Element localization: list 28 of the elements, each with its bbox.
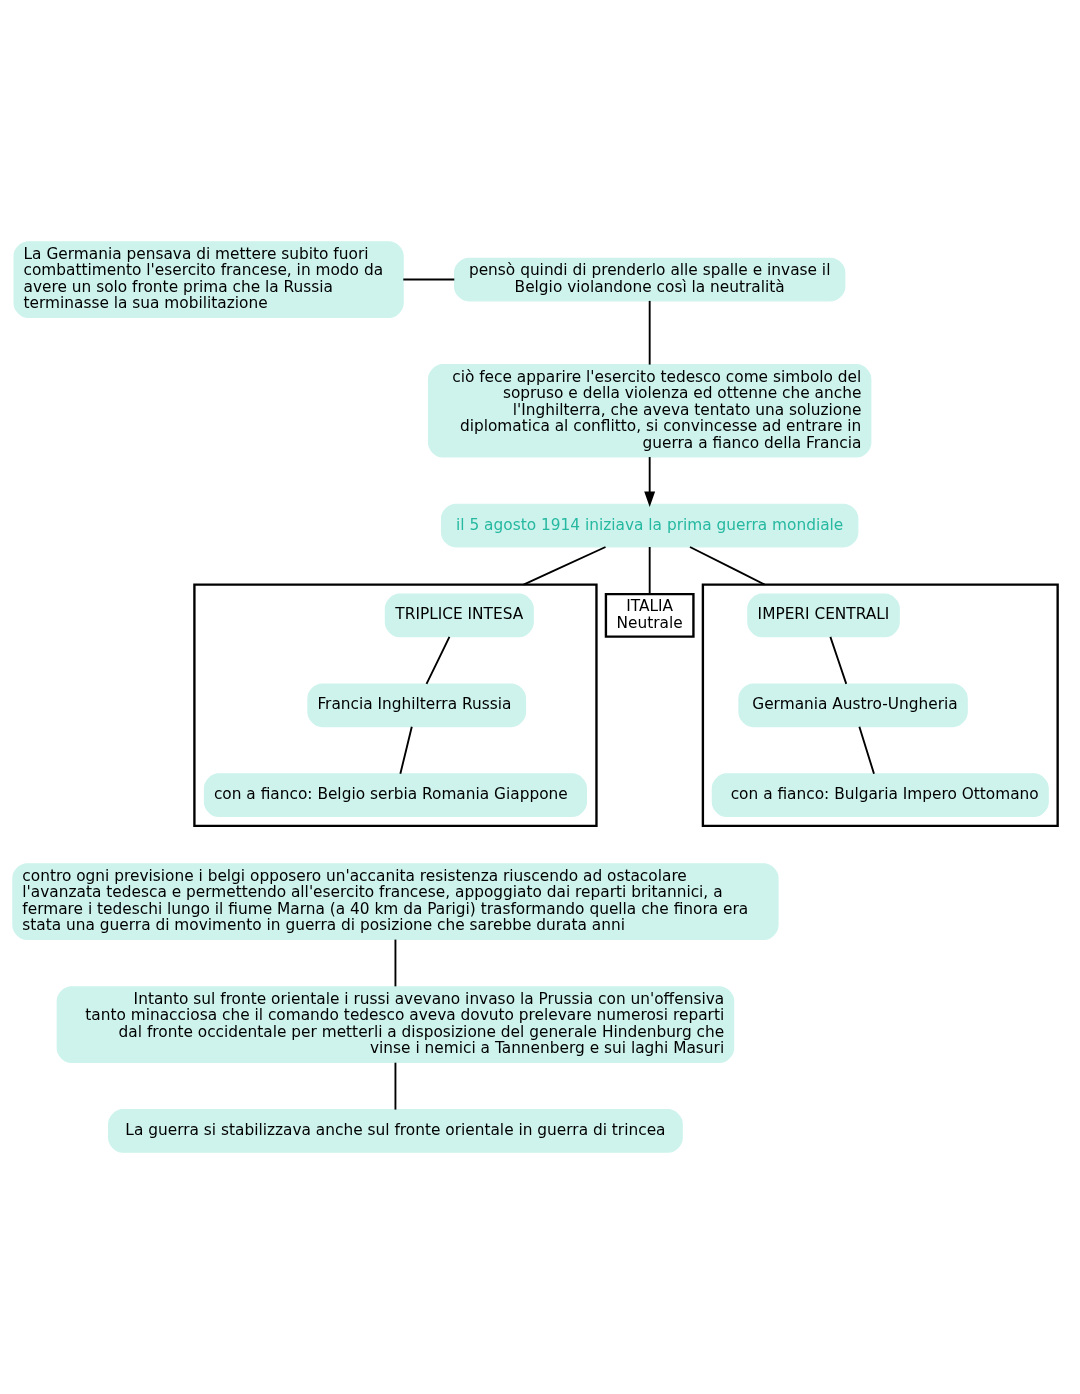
node-box: il 5 agosto 1914 iniziava la prima guerra mondiale <box>440 503 859 548</box>
node-box: Francia Inghilterra Russia <box>307 683 527 728</box>
node-box: ITALIA Neutrale <box>604 592 695 638</box>
node-box: Germania Austro-Ungheria <box>738 683 968 728</box>
cluster <box>701 583 1059 828</box>
connector <box>689 546 766 586</box>
connector <box>829 635 848 685</box>
node-box: con a fianco: Bulgaria Impero Ottomano <box>711 773 1049 817</box>
connector <box>394 1061 397 1111</box>
connector <box>425 635 451 685</box>
node-box: ciò fece apparire l'esercito tedesco come simbolo del sopruso e della violenza ed ottenne che anche l'Inghilterra, che aveva tentato una soluzione diplomatica al conflitto, si convincesse ad entrare in guerra a fianco della Francia <box>427 364 872 458</box>
connector <box>648 299 651 366</box>
node-box: con a fianco: Belgio serbia Romania Giappone <box>203 773 587 817</box>
node-box: Intanto sul fronte orientale i russi avevano invaso la Prussia con un'offensiva tanto minacciosa che il comando tedesco aveva dovuto prelevare numerosi reparti dal fronte occidentale per metterli a disposizione del generale Hindenburg che vinse i nemici a Tannenberg e sui laghi Masuri <box>56 986 735 1063</box>
connector <box>522 546 607 586</box>
connector <box>399 725 413 775</box>
arrow <box>644 456 656 508</box>
connector <box>402 278 456 281</box>
connector <box>858 725 875 775</box>
node-box: contro ogni previsione i belgi opposero un'accanita resistenza riuscendo ad ostacolare l'avanzata tedesca e permettendo all'esercito francese, appoggiato dai reparti britannici, a fermare i tedeschi lungo il fiume Marna (a 40 km da Parigi) trasformando quella che finora era stata una guerra di movimento in guerra di posizione che sarebbe durata anni <box>12 863 779 940</box>
connector <box>394 938 397 988</box>
node-box: pensò quindi di prenderlo alle spalle e invase il Belgio violandone così la neutralità <box>453 257 846 302</box>
node-box: La Germania pensava di mettere subito fuori combattimento l'esercito francese, in modo da avere un solo fronte prima che la Russia terminasse la sua mobilitazione <box>13 241 404 318</box>
node-box: TRIPLICE INTESA <box>384 593 534 638</box>
connector <box>648 546 651 595</box>
node-box: La guerra si stabilizzava anche sul fronte orientale in guerra di trincea <box>108 1109 683 1153</box>
cluster <box>193 583 598 828</box>
node-box: IMPERI CENTRALI <box>747 593 900 638</box>
